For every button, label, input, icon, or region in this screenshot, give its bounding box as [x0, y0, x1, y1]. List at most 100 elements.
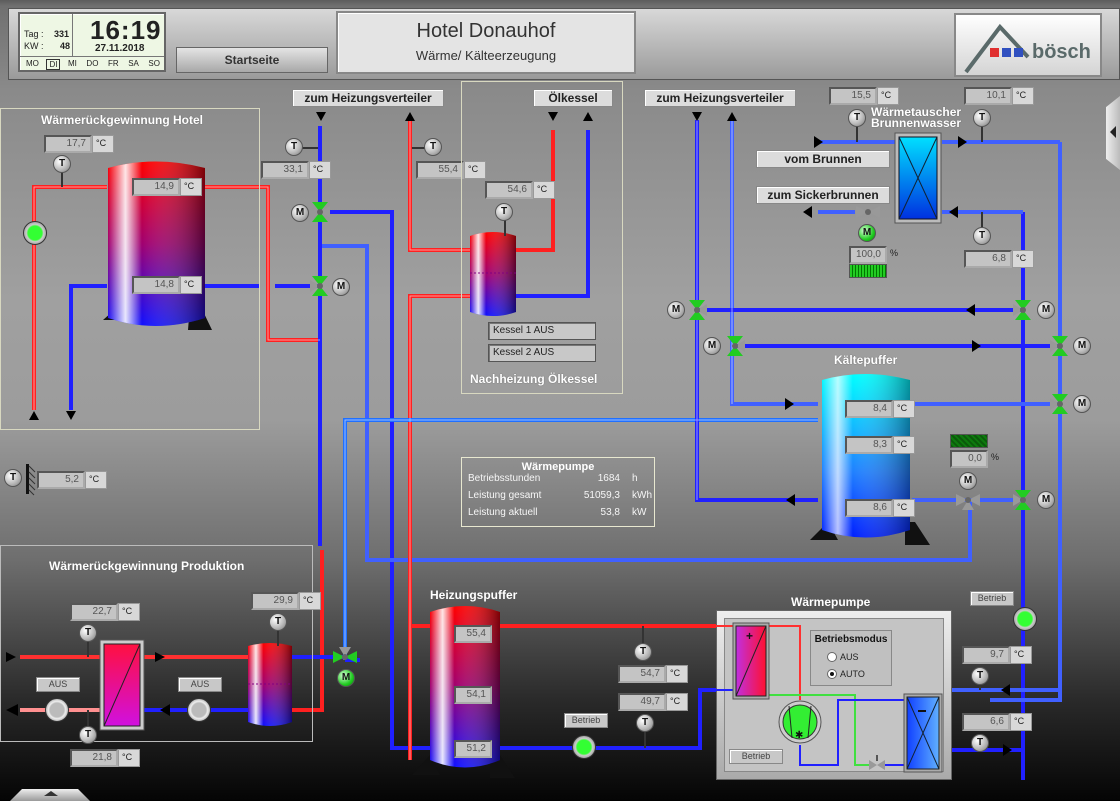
oil-boiler-label: Ölkessel	[533, 89, 613, 107]
temp-sensor-icon: T	[79, 624, 97, 642]
temp-sensor-icon: T	[285, 138, 303, 156]
well-valve-bar	[849, 264, 887, 278]
to-distributor-left-label: zum Heizungsverteiler	[292, 89, 444, 107]
heating-pump-icon[interactable]	[572, 735, 596, 759]
well-in-temp: 15,5°C	[829, 87, 899, 105]
production-recovery-title: Wärmerückgewinnung Produktion	[49, 559, 245, 573]
outdoor-temp: 5,2°C	[37, 471, 107, 489]
heating-flow-temp: 54,7°C	[618, 665, 688, 683]
motor-icon[interactable]: M	[1073, 337, 1091, 355]
production-pump2-icon[interactable]	[187, 698, 211, 722]
temp-sensor-icon: T	[79, 726, 97, 744]
temp-sensor-icon: T	[971, 667, 989, 685]
clock-time: 16:19	[90, 15, 162, 45]
logo-square-blue	[1002, 48, 1011, 57]
motor-icon[interactable]: M	[667, 301, 685, 319]
heat-pump-title: Wärmepumpe	[791, 595, 871, 609]
outdoor-temp-sensor-icon: T	[4, 469, 22, 487]
heating-buffer-title: Heizungspuffer	[430, 588, 518, 602]
oil-boiler-tank	[470, 232, 516, 316]
svg-text:✱: ✱	[795, 730, 803, 741]
well-return-temp: 6,8°C	[964, 250, 1034, 268]
motor-icon[interactable]: M	[337, 669, 355, 687]
temp-sensor-icon: T	[495, 203, 513, 221]
motor-icon[interactable]: M	[959, 472, 977, 490]
cold-buffer-mid-temp: 8,3°C	[845, 436, 915, 454]
well-out-temp: 10,1°C	[964, 87, 1034, 105]
logo-square-red	[990, 48, 999, 57]
production-bottom-temp: 21,8°C	[70, 749, 140, 767]
weekday-selected: DI	[46, 59, 61, 70]
return-temp: 33,1°C	[261, 161, 331, 179]
clock-date: 27.11.2018	[95, 43, 145, 54]
temp-sensor-icon: T	[636, 714, 654, 732]
bottom-panel-toggle[interactable]	[10, 789, 90, 801]
outdoor-sensor-mount	[26, 464, 36, 496]
clock-panel: Tag : 331 KW : 48 16:19 27.11.2018 MO DI…	[18, 12, 166, 72]
oil-boiler-title: Nachheizung Ölkessel	[470, 372, 598, 386]
motor-icon[interactable]: M	[858, 224, 876, 242]
weekday: MO	[26, 59, 39, 68]
weekday: SO	[148, 59, 160, 68]
cold-buffer-bottom-temp: 8,6°C	[845, 499, 915, 517]
temp-sensor-icon: T	[973, 109, 991, 127]
hotel-recovery-group	[0, 108, 260, 430]
heating-buffer-mid-temp: 54,1	[454, 686, 492, 704]
mode-radio-auto[interactable]: AUTO	[827, 669, 865, 679]
heating-buffer-bottom-temp: 51,2	[454, 740, 492, 758]
mode-radio-off[interactable]: AUS	[827, 652, 859, 662]
operating-mode-title: Betriebsmodus	[814, 634, 888, 645]
temp-sensor-icon: T	[971, 734, 989, 752]
motor-icon[interactable]: M	[1037, 301, 1055, 319]
radio-unchecked-icon[interactable]	[827, 652, 837, 662]
motor-icon[interactable]: M	[703, 337, 721, 355]
production-tank	[248, 643, 292, 726]
heating-return-temp: 49,7°C	[618, 693, 688, 711]
well-valve-percent: 100,0%	[849, 246, 901, 264]
page-subtitle: Wärme/ Kälteerzeugung	[415, 48, 557, 63]
motor-icon[interactable]: M	[1073, 395, 1091, 413]
logo-text: bösch	[1032, 41, 1091, 63]
operating-mode-panel: Betriebsmodus AUS AUTO	[810, 630, 892, 686]
heating-buffer-top-temp: 55,4	[454, 625, 492, 643]
week-value: 48	[60, 41, 71, 51]
temp-sensor-icon: T	[269, 613, 287, 631]
motor-icon[interactable]: M	[1037, 491, 1055, 509]
oil-boiler-group	[461, 81, 623, 394]
roof-icon	[964, 23, 1030, 74]
production-pump1-icon[interactable]	[45, 698, 69, 722]
valves	[310, 202, 1068, 663]
temp-sensor-icon: T	[634, 643, 652, 661]
day-label: Tag :	[24, 29, 44, 39]
hotel-supply-temp: 17,7°C	[44, 135, 114, 153]
cold-pump-icon[interactable]	[1013, 607, 1037, 631]
side-panel-toggle[interactable]	[1106, 96, 1120, 170]
day-value: 331	[54, 29, 70, 39]
hotel-tank-bottom-temp: 14,8°C	[132, 276, 202, 294]
weekday: FR	[107, 59, 119, 68]
production-tank-temp: 29,9°C	[251, 592, 321, 610]
well-exchanger-title: Wärmetauscher Brunnenwasser	[871, 105, 962, 130]
boiler-1-status: Kessel 1 AUS	[488, 322, 596, 340]
hotel-recovery-title: Wärmerückgewinnung Hotel	[41, 113, 204, 127]
radio-checked-icon[interactable]	[827, 669, 837, 679]
cold-pump-status: Betrieb	[970, 591, 1014, 606]
well-heat-exchanger	[894, 132, 942, 224]
start-page-button[interactable]: Startseite	[176, 47, 328, 73]
logo-square-blue	[1014, 48, 1023, 57]
temp-sensor-icon: T	[973, 227, 991, 245]
flow-temp: 55,4°C	[416, 161, 486, 179]
production-top-temp: 22,7°C	[70, 603, 140, 621]
company-logo[interactable]: bösch	[954, 13, 1102, 77]
heating-pump-status: Betrieb	[564, 713, 608, 728]
motor-icon[interactable]: M	[291, 204, 309, 222]
motor-icon[interactable]: M	[332, 278, 350, 296]
from-well-label: vom Brunnen	[756, 150, 890, 168]
hotel-pump-icon[interactable]	[23, 221, 47, 245]
heat-pump-status: Betrieb	[729, 749, 783, 764]
